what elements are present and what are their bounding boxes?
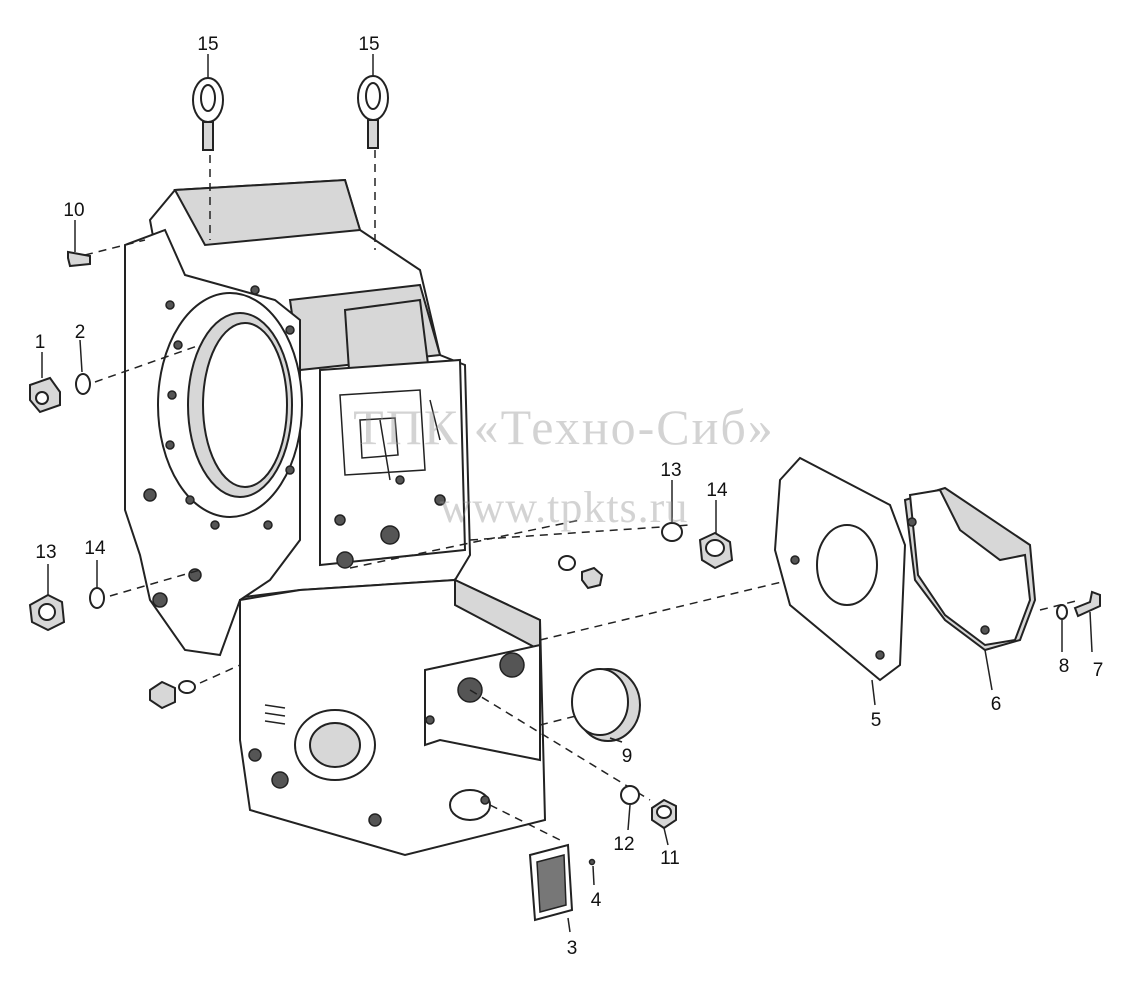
plug-11 (651, 798, 677, 830)
callout-15-right: 15 (358, 34, 379, 55)
gasket-plate (773, 456, 907, 682)
callout-12: 12 (613, 834, 634, 855)
set-screw (67, 250, 91, 268)
plug-13-left (28, 593, 66, 632)
washer-14-left (89, 587, 105, 609)
callout-11: 11 (660, 848, 680, 869)
callout-5: 5 (871, 710, 882, 731)
callout-9: 9 (622, 746, 633, 767)
callout-10: 10 (63, 200, 84, 221)
cover-bolt (1073, 590, 1101, 618)
washer-12 (620, 785, 640, 805)
callout-1: 1 (35, 332, 46, 353)
callout-4: 4 (591, 890, 602, 911)
plug-14-right (698, 531, 734, 570)
sealing-washer-left (75, 373, 91, 395)
washer-13-right (661, 522, 683, 542)
callout-7: 7 (1093, 660, 1104, 681)
eye-bolt-right (357, 75, 389, 149)
rivet (588, 858, 596, 866)
transmission-housing (124, 178, 547, 857)
callout-6: 6 (991, 694, 1002, 715)
callout-13-right: 13 (660, 460, 681, 481)
callout-2: 2 (75, 322, 86, 343)
callout-8: 8 (1059, 656, 1070, 677)
callout-13-left: 13 (35, 542, 56, 563)
drain-plug-left (29, 376, 61, 414)
callout-15-left: 15 (197, 34, 218, 55)
plug-lower-left (149, 680, 196, 710)
eye-bolt-left (192, 77, 224, 151)
callout-labels: 1 2 3 4 5 6 7 8 9 10 11 12 13 13 14 14 1… (35, 34, 1104, 959)
small-washer (1056, 604, 1068, 620)
callout-14-right: 14 (706, 480, 728, 501)
nameplate (528, 843, 574, 922)
assembly-lines (84, 150, 1081, 841)
middle-plug (558, 555, 604, 590)
leader-lines (41, 54, 1093, 933)
cover-disc (571, 668, 641, 742)
half-cover (903, 486, 1037, 652)
callout-14-left: 14 (84, 538, 106, 559)
callout-3: 3 (567, 938, 578, 959)
